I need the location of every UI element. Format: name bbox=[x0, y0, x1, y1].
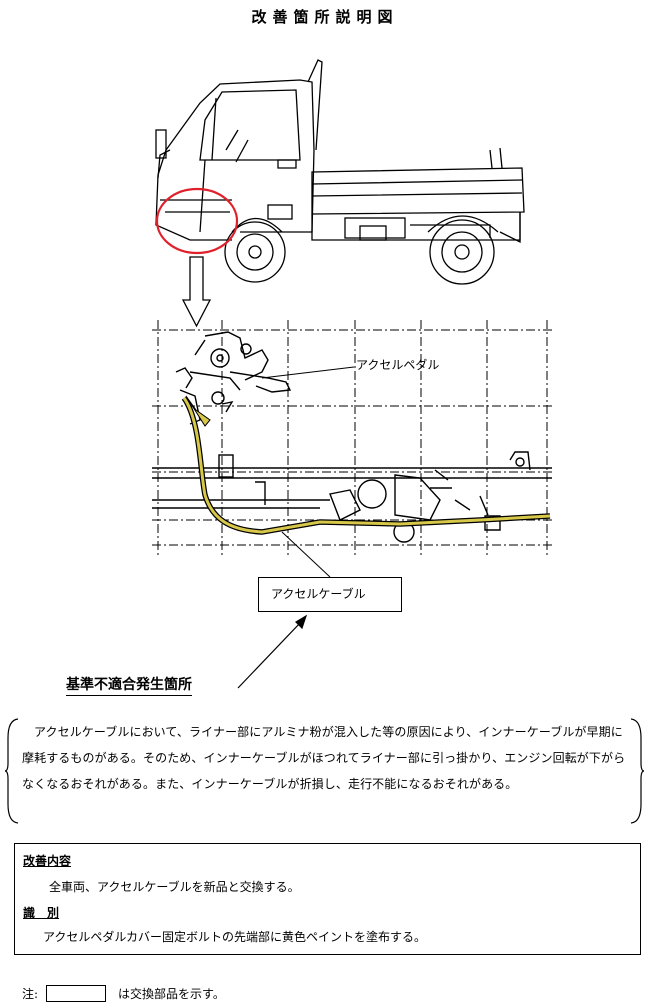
nonconformity-location-label: 基準不適合発生箇所 bbox=[66, 674, 192, 696]
down-arrow bbox=[181, 256, 212, 328]
accelerator-cable bbox=[181, 395, 551, 535]
nonconformity-arrow bbox=[237, 614, 308, 689]
identification-text: アクセルペダルカバー固定ボルトの先端部に黄色ペイントを塗布する。 bbox=[43, 930, 427, 944]
note-prefix: 注: bbox=[22, 987, 39, 1001]
vehicle-frame bbox=[152, 451, 552, 509]
page-title: 改善箇所説明図 bbox=[251, 8, 399, 26]
defect-description: アクセルケーブルにおいて、ライナー部にアルミナ粉が混入した等の原因により、インナ… bbox=[22, 725, 626, 791]
pedal-assembly bbox=[175, 331, 292, 425]
highlight-circle bbox=[155, 187, 239, 255]
accelerator-pedal-label: アクセルペダル bbox=[356, 358, 440, 372]
leader-lines bbox=[261, 366, 355, 578]
legend-note: 注: は交換部品を示す。 bbox=[22, 985, 225, 1002]
truck-illustration bbox=[155, 59, 525, 285]
improvement-box: 改善内容 全車両、アクセルケーブルを新品と交換する。 識 別 アクセルペダルカバ… bbox=[14, 843, 641, 955]
improvement-heading: 改善内容 bbox=[23, 854, 72, 868]
engine-components bbox=[329, 469, 501, 543]
right-bracket bbox=[630, 718, 644, 824]
replacement-part-sample-box bbox=[46, 985, 107, 1002]
improvement-text: 全車両、アクセルケーブルを新品と交換する。 bbox=[49, 880, 300, 894]
note-text: は交換部品を示す。 bbox=[118, 987, 225, 1001]
left-bracket bbox=[5, 718, 19, 824]
identification-heading: 識 別 bbox=[23, 906, 60, 920]
accelerator-cable-label: アクセルケーブル bbox=[258, 577, 402, 612]
